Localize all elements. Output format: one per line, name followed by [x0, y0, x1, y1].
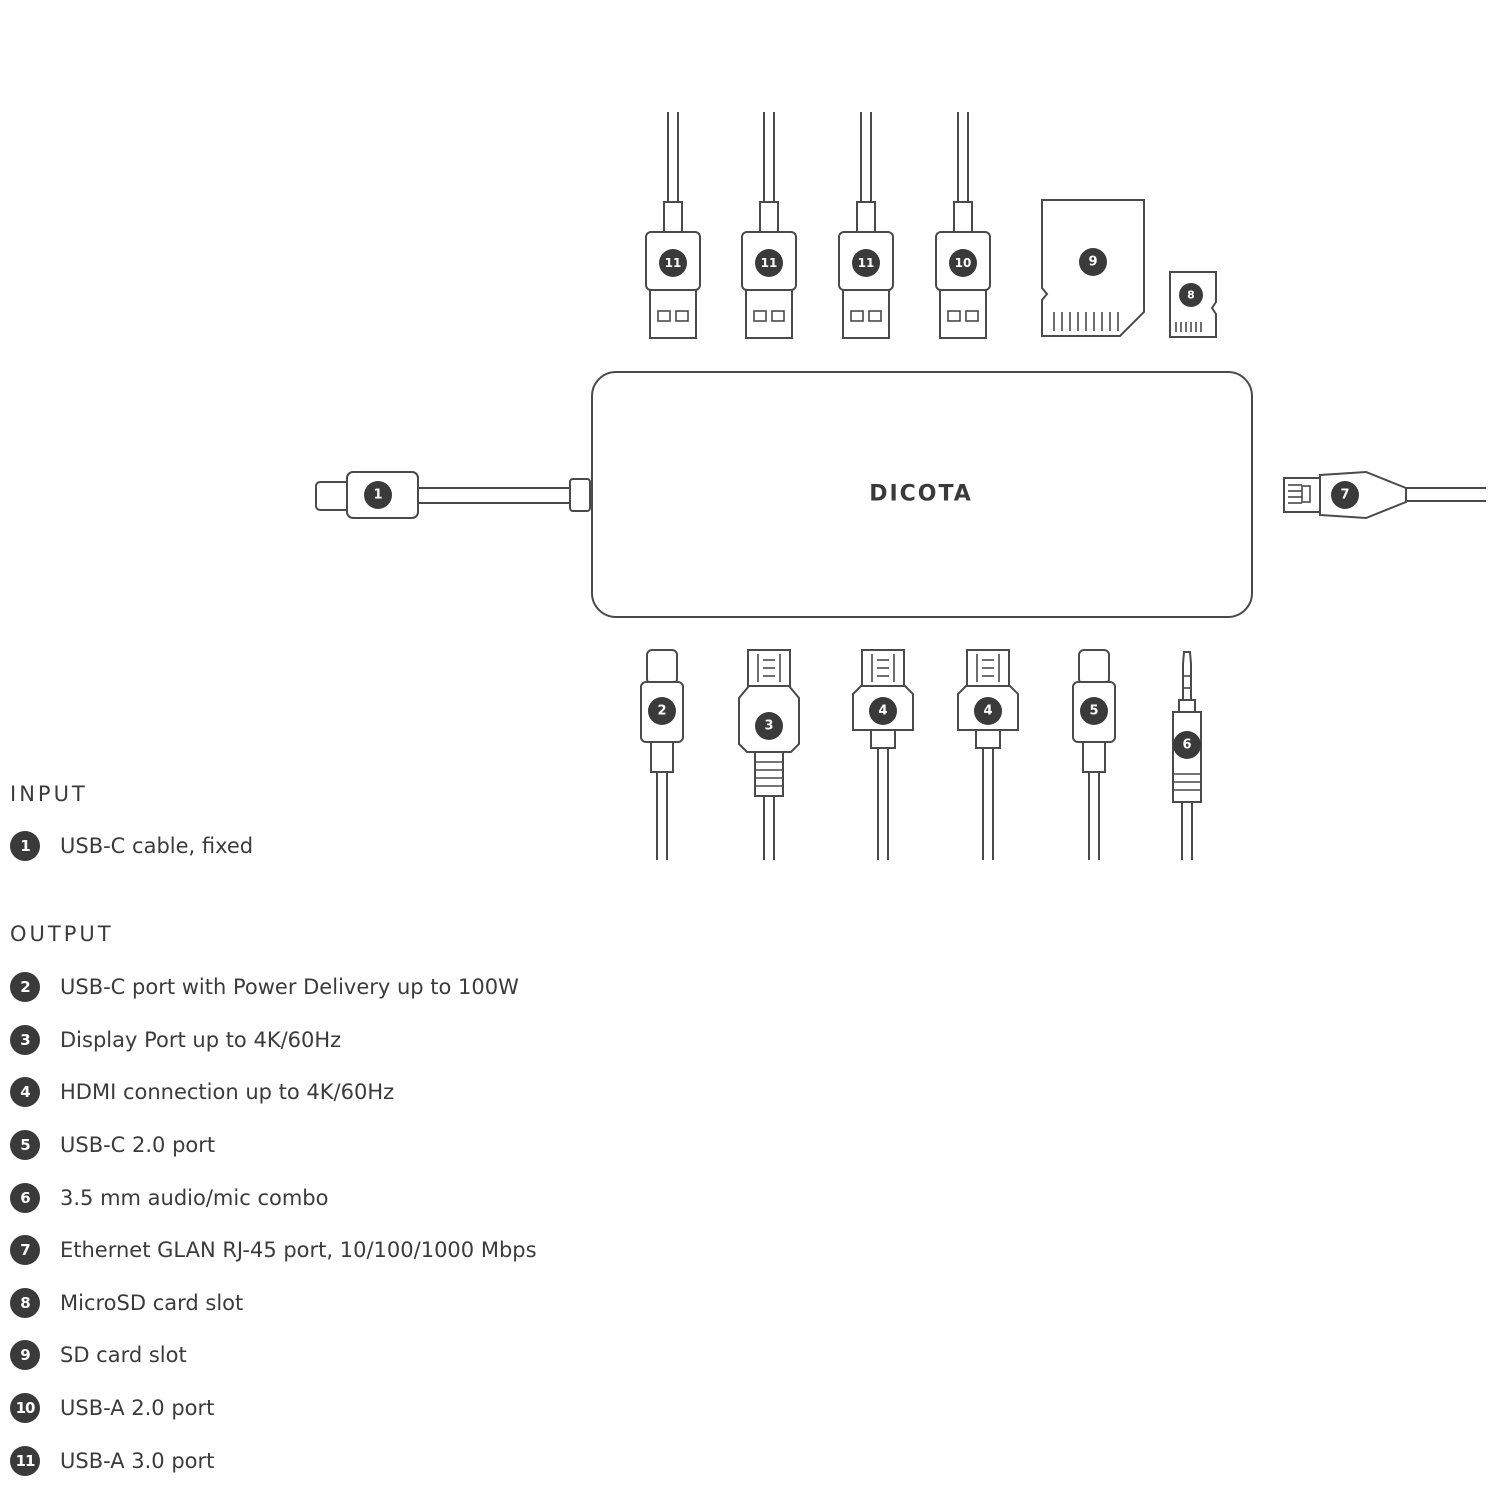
badge-10: 10: [955, 256, 972, 270]
legend-label: Display Port up to 4K/60Hz: [60, 1027, 342, 1052]
hdmi-connector-1: 4: [852, 649, 914, 860]
output-list: 2 USB-C port with Power Delivery up to 1…: [10, 961, 537, 1487]
legend-label: USB-A 2.0 port: [60, 1396, 215, 1421]
microsd-card: 8: [1169, 271, 1217, 338]
legend-label: USB-C port with Power Delivery up to 100…: [60, 975, 519, 1000]
number-badge: 4: [10, 1077, 40, 1108]
badge-5: 5: [1089, 704, 1098, 719]
badge-11: 11: [665, 256, 682, 270]
badge-2: 2: [657, 704, 666, 719]
legend-item: 10 USB-A 2.0 port: [10, 1382, 537, 1435]
input-usb-c-cable: 1: [315, 471, 591, 519]
badge-8: 8: [1187, 289, 1195, 302]
usb-a-connector-2: 11: [741, 112, 797, 339]
legend-item: 1 USB-C cable, fixed: [10, 820, 253, 873]
number-badge: 3: [10, 1024, 40, 1055]
usb-a-connector-1: 11: [645, 112, 701, 339]
number-badge: 7: [10, 1235, 40, 1266]
legend-item: 6 3.5 mm audio/mic combo: [10, 1171, 537, 1224]
brand-logo: DICOTA: [869, 482, 973, 507]
legend-item: 4 HDMI connection up to 4K/60Hz: [10, 1066, 537, 1119]
badge-11: 11: [858, 256, 875, 270]
ethernet-cable: 7: [1283, 470, 1486, 520]
input-heading: INPUT: [10, 782, 88, 806]
legend-label: USB-A 3.0 port: [60, 1448, 215, 1473]
badge-4: 4: [983, 704, 992, 719]
legend-label: Ethernet GLAN RJ-45 port, 10/100/1000 Mb…: [60, 1238, 537, 1263]
number-badge: 10: [10, 1393, 40, 1424]
badge-6: 6: [1182, 738, 1191, 753]
badge-1: 1: [373, 488, 382, 503]
badge-9: 9: [1088, 255, 1097, 270]
number-badge: 8: [10, 1287, 40, 1318]
output-heading: OUTPUT: [10, 922, 114, 946]
legend-label: HDMI connection up to 4K/60Hz: [60, 1080, 395, 1105]
number-badge: 5: [10, 1130, 40, 1161]
badge-7: 7: [1340, 488, 1349, 503]
number-badge: 11: [10, 1445, 40, 1476]
usb-a-connector-4: 10: [935, 112, 991, 339]
badge-4: 4: [878, 704, 887, 719]
legend-label: SD card slot: [60, 1343, 187, 1368]
legend-label: 3.5 mm audio/mic combo: [60, 1185, 329, 1210]
badge-11: 11: [761, 256, 778, 270]
legend-item: 9 SD card slot: [10, 1329, 537, 1382]
legend-label: USB-C 2.0 port: [60, 1133, 216, 1158]
legend-item: 7 Ethernet GLAN RJ-45 port, 10/100/1000 …: [10, 1224, 537, 1277]
hub-body: [591, 371, 1253, 618]
number-badge: 6: [10, 1182, 40, 1213]
sd-card: 9: [1041, 199, 1145, 337]
legend-item: 8 MicroSD card slot: [10, 1277, 537, 1330]
number-badge: 9: [10, 1340, 40, 1371]
legend-label: USB-C cable, fixed: [60, 834, 254, 859]
legend-label: MicroSD card slot: [60, 1290, 244, 1315]
legend-item: 3 Display Port up to 4K/60Hz: [10, 1014, 537, 1067]
audio-jack-connector: 6: [1172, 651, 1202, 860]
legend-item: 2 USB-C port with Power Delivery up to 1…: [10, 961, 537, 1014]
badge-3: 3: [764, 719, 773, 734]
legend-item: 11 USB-A 3.0 port: [10, 1434, 537, 1487]
displayport-connector: 3: [738, 649, 800, 860]
usb-c-pd-connector: 2: [640, 649, 684, 860]
input-list: 1 USB-C cable, fixed: [10, 820, 253, 873]
legend-item: 5 USB-C 2.0 port: [10, 1119, 537, 1172]
hub-diagram: DICOTA 11 11 11: [315, 112, 1486, 860]
number-badge: 1: [10, 831, 40, 862]
usb-c-2-connector: 5: [1072, 649, 1116, 860]
usb-a-connector-3: 11: [838, 112, 894, 339]
number-badge: 2: [10, 972, 40, 1003]
hdmi-connector-2: 4: [957, 649, 1019, 860]
